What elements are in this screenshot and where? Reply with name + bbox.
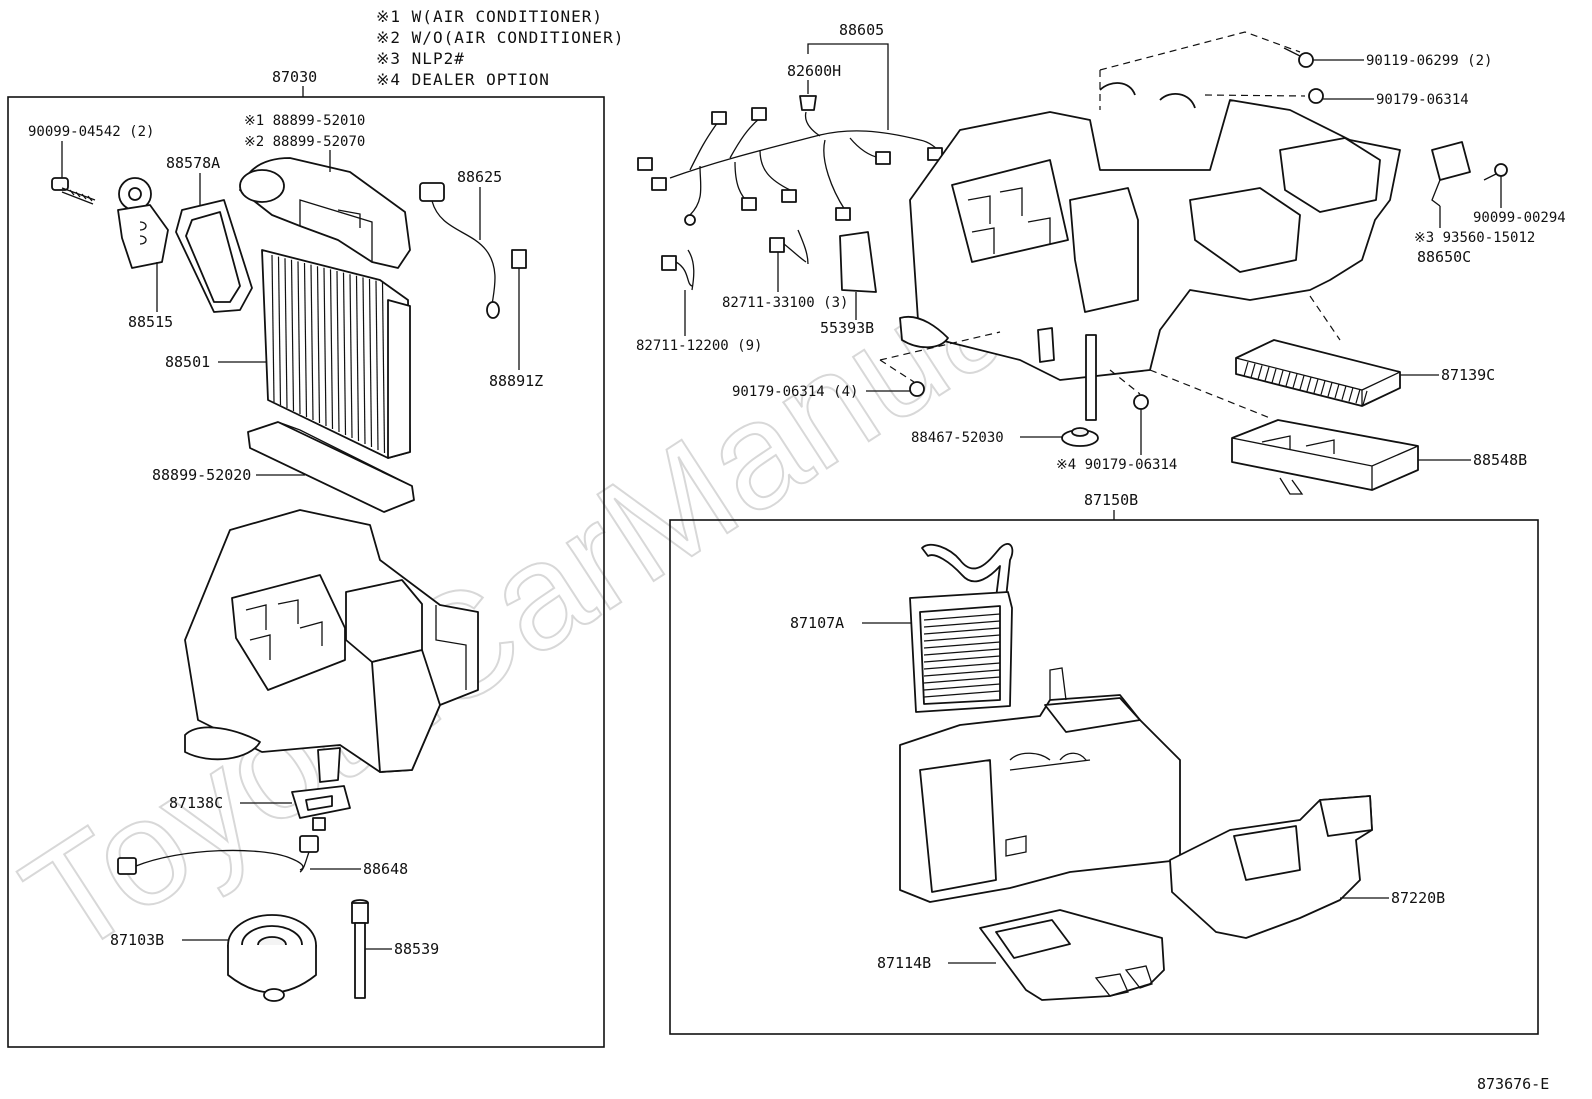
part-55393B-pad	[839, 231, 877, 293]
note-1: ※1 W(AIR CONDITIONER)	[376, 7, 603, 26]
dash-lower-4	[1149, 369, 1271, 419]
label-90099-00294: 90099-00294	[1473, 210, 1566, 226]
label-88891Z: 88891Z	[489, 372, 543, 390]
dash-upper-3	[1204, 94, 1306, 97]
label-88501: 88501	[165, 353, 210, 371]
group-frame-left	[7, 96, 605, 1048]
label-93560-15012: ※3 93560-15012	[1414, 230, 1535, 246]
group-frame-lower-right	[669, 519, 1539, 1035]
notes-block: ※1 W(AIR CONDITIONER) ※2 W/O(AIR CONDITI…	[376, 7, 624, 89]
part-88539-tube	[351, 899, 369, 999]
label-88899-52010: ※1 88899-52010	[244, 113, 365, 129]
group-label-87030: 87030	[272, 68, 317, 86]
label-88515: 88515	[128, 313, 173, 331]
dash-lower-5	[1309, 295, 1341, 341]
screw-90099-04542	[51, 177, 96, 205]
dash-upper-1	[1099, 31, 1301, 71]
part-90099-00294-screw	[1483, 163, 1508, 181]
part-heater-case-lower	[899, 667, 1181, 903]
label-87139C: 87139C	[1441, 366, 1495, 384]
part-heater-unit-assembly	[899, 82, 1401, 421]
label-88899-52020: 88899-52020	[152, 466, 251, 484]
label-88467-52030: 88467-52030	[911, 430, 1004, 446]
dash-lower-2	[879, 359, 915, 383]
part-88899-52010-bracket	[239, 157, 411, 269]
note-3: ※3 NLP2#	[376, 49, 465, 68]
part-88515-sensor	[117, 177, 169, 269]
label-90099-04542: 90099-04542 (2)	[28, 124, 154, 140]
part-88578A-seal	[175, 199, 253, 313]
label-88625: 88625	[457, 168, 502, 186]
part-90179-06314-nut-4	[909, 381, 925, 397]
label-82711-33100: 82711-33100 (3)	[722, 295, 848, 311]
label-82711-12200: 82711-12200 (9)	[636, 338, 762, 354]
part-87138C-resistor	[291, 785, 351, 831]
label-87220B: 87220B	[1391, 889, 1445, 907]
part-87114B-duct	[979, 909, 1165, 1001]
part-82711-12200-clip	[661, 249, 695, 291]
label-87114B: 87114B	[877, 954, 931, 972]
label-90179-06314-4: 90179-06314 (4)	[732, 384, 858, 400]
part-87107A-heater-core	[909, 543, 1014, 713]
label-88650C: 88650C	[1417, 248, 1471, 266]
label-90119-06299: 90119-06299 (2)	[1366, 53, 1492, 69]
part-88605-wire-harness	[637, 95, 943, 226]
label-87138C: 87138C	[169, 794, 223, 812]
label-87103B: 87103B	[110, 931, 164, 949]
label-88648: 88648	[363, 860, 408, 878]
label-88539: 88539	[394, 940, 439, 958]
label-90179-06314-upper: 90179-06314	[1376, 92, 1469, 108]
part-87220B-duct	[1169, 795, 1373, 939]
part-90179-06314-nut-dealer	[1133, 394, 1149, 410]
part-88650C-amplifier	[1431, 141, 1471, 207]
group-label-88605: 88605	[839, 21, 884, 39]
dash-lower-1	[879, 331, 1001, 361]
part-88625-thermistor	[419, 182, 527, 320]
part-88899-52020-bracket	[247, 421, 415, 513]
note-4: ※4 DEALER OPTION	[376, 70, 550, 89]
part-82711-33100-clip	[769, 229, 809, 265]
dash-lower-3	[1109, 369, 1141, 395]
label-90179-06314-dealer: ※4 90179-06314	[1056, 457, 1177, 473]
part-88648-wire	[117, 835, 319, 875]
part-87139C-filter	[1235, 339, 1401, 407]
group-label-87150B: 87150B	[1084, 491, 1138, 509]
label-82600H: 82600H	[787, 62, 841, 80]
part-88548B-filter-case	[1231, 419, 1419, 495]
part-88501-evaporator	[261, 249, 411, 459]
part-88467-52030-grommet	[1061, 427, 1099, 447]
label-88578A: 88578A	[166, 154, 220, 172]
part-87103B-blower-motor	[227, 914, 317, 1002]
label-88548B: 88548B	[1473, 451, 1527, 469]
part-90179-06314-nut-upper	[1308, 88, 1324, 104]
label-87107A: 87107A	[790, 614, 844, 632]
label-88899-52070: ※2 88899-52070	[244, 134, 365, 150]
figure-id: 873676-E	[1477, 1075, 1549, 1093]
part-housing-assembly-left	[184, 509, 479, 783]
note-2: ※2 W/O(AIR CONDITIONER)	[376, 28, 624, 47]
label-55393B: 55393B	[820, 319, 874, 337]
